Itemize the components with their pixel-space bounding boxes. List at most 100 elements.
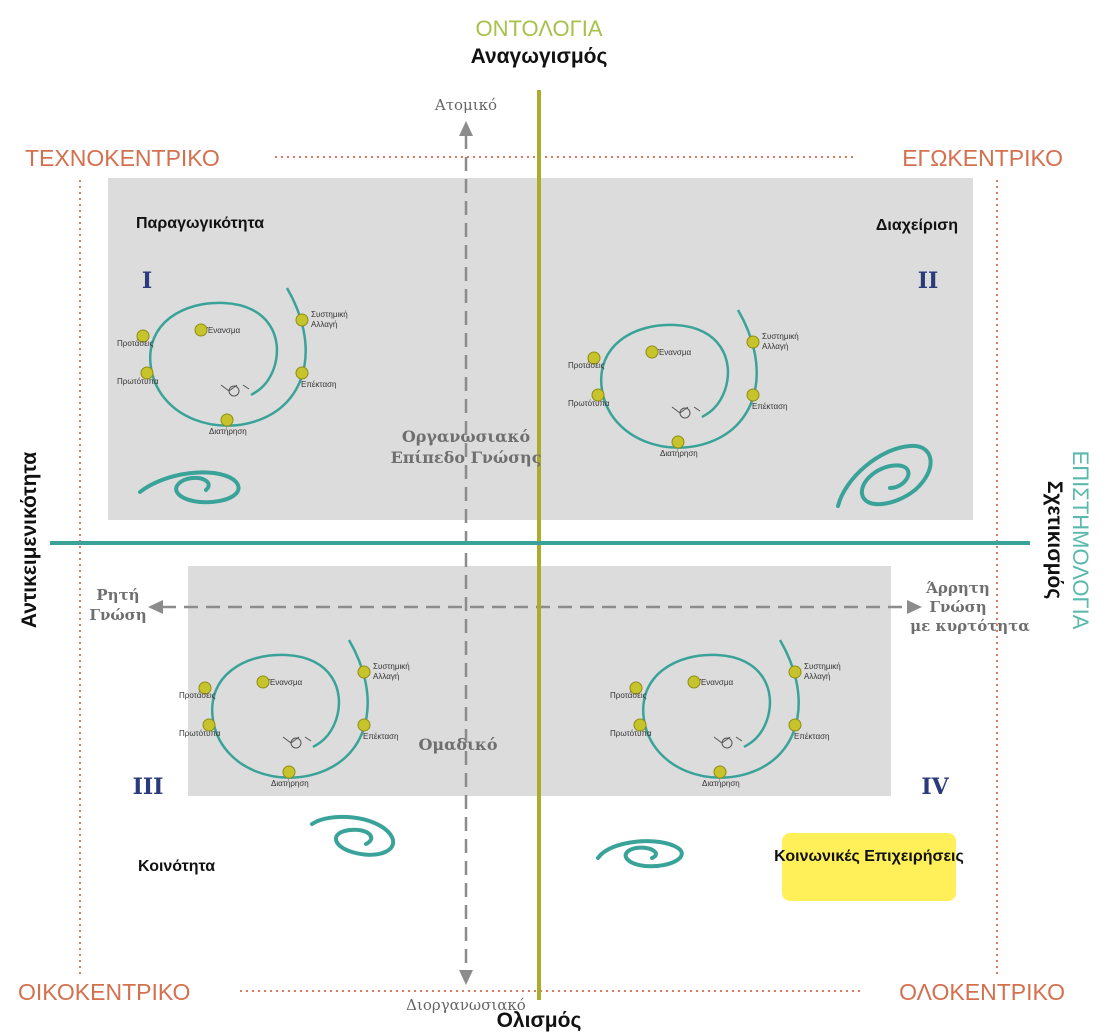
epistemology-title: ΕΠΙΣΤΗΜΟΛΟΓΙΑ: [1068, 451, 1093, 630]
node-maintenance-label: Διατήρηση: [660, 449, 698, 458]
figure-icon: [671, 406, 701, 414]
node-systemic-change: [788, 665, 802, 679]
node-systemic-change: [357, 665, 371, 679]
corner-top-left: ΤΕΧΝΟΚΕΝΤΡΙΚΟ: [25, 145, 220, 171]
node-maintenance: [671, 435, 685, 449]
quadrant-4-label: Κοινωνικές Επιχειρήσεις: [774, 848, 964, 865]
corner-top-right: ΕΓΩΚΕΝΤΡΙΚΟ: [902, 145, 1063, 171]
axis-right-label-3: με κυρτότητα: [910, 617, 1030, 635]
spiral-curve: [599, 309, 758, 449]
quadrant-3-label: Κοινότητα: [138, 858, 215, 875]
node-proposals: [136, 329, 150, 343]
node-systemic-change-label-2: Αλλαγή: [762, 342, 788, 351]
node-proposals-label: Προτάσεις: [568, 361, 605, 370]
arrow-head-left: [148, 600, 163, 614]
node-extension-label: Επέκταση: [794, 732, 829, 741]
node-proposals: [629, 681, 643, 695]
figure-icon: [282, 736, 312, 744]
swirl-icon-2: [836, 443, 933, 508]
node-prototypes-label: Πρωτότυπα: [179, 729, 221, 738]
node-maintenance: [282, 765, 296, 779]
corner-bottom-right: ΟΛΟΚΕΝΤΡΙΚΟ: [899, 979, 1065, 1005]
node-embodiment: [645, 345, 659, 359]
node-prototypes-label: Πρωτότυπα: [117, 377, 159, 386]
node-prototypes-label: Πρωτότυπα: [568, 399, 610, 408]
epistemology-left-pole: Αντικειμενικότητα: [18, 452, 41, 628]
figure-icon: [220, 384, 250, 392]
group-label: Ομαδικό: [418, 735, 497, 754]
figure-icon: [713, 736, 743, 744]
quadrant-1-numeral: I: [142, 268, 152, 294]
axis-left-label-2: Γνώση: [89, 606, 146, 624]
axis-bottom-label: Διοργανωσιακό: [406, 996, 526, 1014]
node-proposals: [198, 681, 212, 695]
spiral-curve: [148, 287, 307, 427]
node-prototypes: [202, 718, 216, 732]
node-extension: [746, 388, 760, 402]
ontology-bottom-pole: Ολισμός: [497, 1009, 582, 1032]
node-systemic-change-label-2: Αλλαγή: [373, 672, 399, 681]
dotted-frame: [79, 156, 998, 992]
swirl-icon-3: [310, 814, 396, 857]
node-systemic-change: [295, 313, 309, 327]
axis-right-label-1: Άρρητη: [925, 579, 990, 597]
spiral-diagram-1: ΈνανσμαΠροτάσειςΠρωτότυπαΔιατήρησηΕπέκτα…: [117, 287, 348, 436]
node-prototypes: [591, 388, 605, 402]
node-proposals-label: Προτάσεις: [179, 691, 216, 700]
corner-bottom-left: ΟΙΚΟΚΕΝΤΡΙΚΟ: [18, 979, 190, 1005]
ontology-title: ΟΝΤΟΛΟΓΙΑ: [475, 16, 602, 41]
node-embodiment-label: Ένανσμα: [268, 678, 302, 687]
node-systemic-change-label-1: Συστημική: [373, 662, 410, 671]
node-systemic-change-label-1: Συστημική: [311, 310, 348, 319]
node-embodiment: [194, 323, 208, 337]
node-systemic-change-label-1: Συστημική: [762, 332, 799, 341]
swirl-icon-1: [138, 470, 241, 505]
node-maintenance: [220, 413, 234, 427]
node-maintenance-label: Διατήρηση: [702, 779, 740, 788]
ontology-top-pole: Αναγωγισμός: [471, 45, 608, 68]
node-extension-label: Επέκταση: [363, 732, 398, 741]
node-embodiment-label: Ένανσμα: [206, 326, 240, 335]
node-proposals-label: Προτάσεις: [610, 691, 647, 700]
center-label-2: Επίπεδο Γνώσης: [391, 448, 542, 467]
arrow-head-up: [459, 121, 473, 136]
node-extension-label: Επέκταση: [301, 380, 336, 389]
quadrant-1-label: Παραγωγικότητα: [136, 215, 264, 232]
spiral-curve: [641, 639, 800, 779]
node-systemic-change: [746, 335, 760, 349]
node-maintenance-label: Διατήρηση: [209, 427, 247, 436]
epistemology-right-pole: Σχετικισμός: [1043, 481, 1066, 599]
node-embodiment: [256, 675, 270, 689]
node-extension: [295, 366, 309, 380]
spiral-diagram-4: ΈνανσμαΠροτάσειςΠρωτότυπαΔιατήρησηΕπέκτα…: [610, 639, 841, 788]
quadrant-4-numeral: IV: [921, 774, 949, 800]
node-systemic-change-label-2: Αλλαγή: [311, 320, 337, 329]
node-extension: [788, 718, 802, 732]
axis-left-label-1: Ρητή: [96, 586, 139, 604]
node-prototypes: [633, 718, 647, 732]
spiral-curve: [210, 639, 369, 779]
node-maintenance: [713, 765, 727, 779]
quadrant-2-label: Διαχείριση: [876, 217, 958, 234]
quadrant-2-numeral: II: [918, 268, 939, 294]
axis-top-label: Ατομικό: [434, 96, 497, 114]
node-embodiment-label: Ένανσμα: [657, 348, 691, 357]
node-systemic-change-label-2: Αλλαγή: [804, 672, 830, 681]
quadrant-3-numeral: III: [133, 774, 164, 800]
node-embodiment-label: Ένανσμα: [699, 678, 733, 687]
axis-right-label-2: Γνώση: [929, 598, 986, 616]
arrow-head-right: [907, 600, 922, 614]
node-extension: [357, 718, 371, 732]
node-systemic-change-label-1: Συστημική: [804, 662, 841, 671]
node-proposals: [587, 351, 601, 365]
arrow-head-down: [459, 970, 473, 985]
node-prototypes: [140, 366, 154, 380]
swirl-icon-4: [596, 839, 684, 869]
center-label-1: Οργανωσιακό: [402, 427, 531, 446]
spiral-diagrams: ΈνανσμαΠροτάσειςΠρωτότυπαΔιατήρησηΕπέκτα…: [117, 287, 841, 788]
node-extension-label: Επέκταση: [752, 402, 787, 411]
node-maintenance-label: Διατήρηση: [271, 779, 309, 788]
